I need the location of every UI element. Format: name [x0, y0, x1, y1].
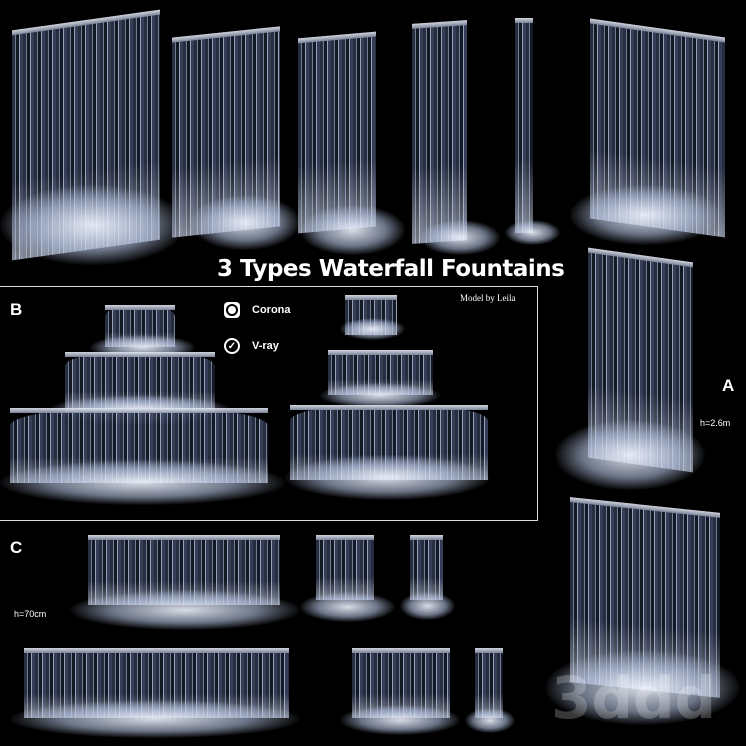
vray-icon: ✓ [224, 338, 240, 354]
page-title: 3 Types Waterfall Fountains [217, 256, 565, 282]
corona-icon [224, 302, 240, 318]
renderer-vray: ✓ V-ray [224, 338, 279, 354]
foam [285, 455, 490, 500]
foam [190, 195, 300, 250]
waterfall [298, 31, 376, 234]
foam [340, 318, 405, 340]
divider [0, 520, 538, 521]
renderer-label: V-ray [252, 340, 279, 352]
foam [300, 592, 395, 622]
foam [420, 220, 500, 255]
foam [10, 700, 300, 738]
waterfall [316, 535, 374, 600]
foam [545, 650, 740, 725]
foam [570, 185, 720, 245]
foam [465, 708, 515, 733]
waterfall [515, 18, 533, 233]
foam [400, 592, 455, 620]
section-a-label: A [722, 376, 735, 395]
foam [505, 220, 560, 245]
foam [0, 460, 285, 505]
foam [300, 205, 405, 255]
waterfall [412, 20, 467, 244]
foam [70, 590, 300, 630]
credit-text: Model by Leila [460, 293, 516, 303]
renderer-corona: Corona [224, 302, 291, 318]
height-a: h=2.6m [700, 418, 731, 428]
foam [0, 185, 185, 265]
section-c-label: C [10, 538, 23, 557]
section-b-label: B [10, 300, 23, 319]
divider [537, 286, 538, 521]
divider [0, 286, 538, 287]
foam [340, 705, 460, 735]
watermark-logo: 3ddd [551, 664, 716, 732]
foam [555, 420, 705, 490]
height-c: h=70cm [14, 609, 47, 619]
waterfall [410, 535, 443, 600]
renderer-label: Corona [252, 304, 291, 316]
foam [320, 383, 440, 408]
